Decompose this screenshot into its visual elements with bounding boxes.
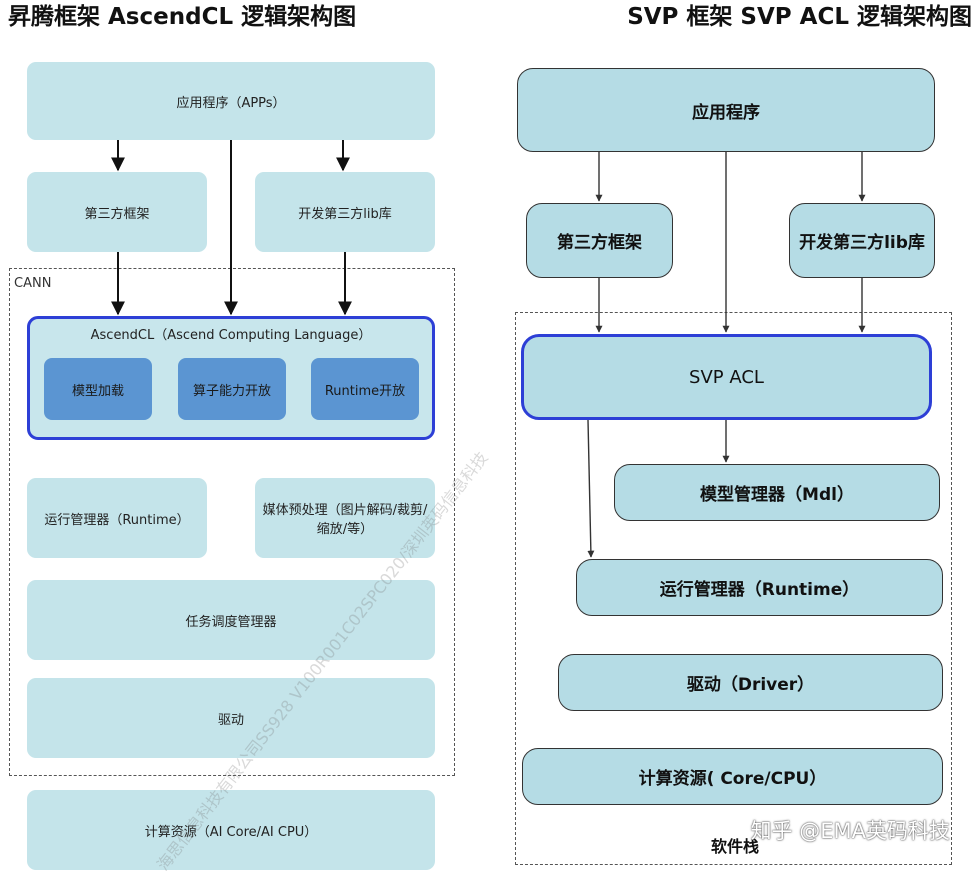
ascendcl-label: AscendCL（Ascend Computing Language） <box>90 328 372 343</box>
media-preprocess-box: 媒体预处理（图片解码/裁剪/缩放/等） <box>255 478 435 558</box>
right-third-party-framework-box: 第三方框架 <box>526 203 673 278</box>
left-driver-box: 驱动 <box>27 678 435 758</box>
software-stack-label: 软件栈 <box>711 837 760 856</box>
left-diagram-title: 昇腾框架 AscendCL 逻辑架构图 <box>8 4 357 30</box>
left-compute-resource-box: 计算资源（AI Core/AI CPU） <box>27 790 435 870</box>
model-manager-box: 模型管理器（Mdl） <box>614 464 940 521</box>
right-compute-resource-box: 计算资源( Core/CPU） <box>522 748 943 805</box>
runtime-open-box: Runtime开放 <box>311 358 419 420</box>
right-driver-box: 驱动（Driver） <box>558 654 943 711</box>
left-dev-third-party-lib-box: 开发第三方lib库 <box>255 172 435 252</box>
left-apps-box: 应用程序（APPs） <box>27 62 435 140</box>
cann-frame <box>9 268 455 776</box>
zhihu-watermark: 知乎 @EMA英码科技 <box>750 819 950 843</box>
left-third-party-framework-box: 第三方框架 <box>27 172 207 252</box>
operator-capability-box: 算子能力开放 <box>178 358 286 420</box>
model-loading-box: 模型加载 <box>44 358 152 420</box>
right-diagram-title: SVP 框架 SVP ACL 逻辑架构图 <box>627 4 972 30</box>
right-dev-third-party-lib-box: 开发第三方lib库 <box>789 203 935 278</box>
cann-label: CANN <box>14 276 52 291</box>
software-stack-frame <box>515 312 952 865</box>
right-runtime-manager-box: 运行管理器（Runtime） <box>576 559 943 616</box>
right-app-box: 应用程序 <box>517 68 935 152</box>
left-runtime-manager-box: 运行管理器（Runtime） <box>27 478 207 558</box>
task-scheduler-box: 任务调度管理器 <box>27 580 435 660</box>
svp-acl-box: SVP ACL <box>521 334 932 420</box>
